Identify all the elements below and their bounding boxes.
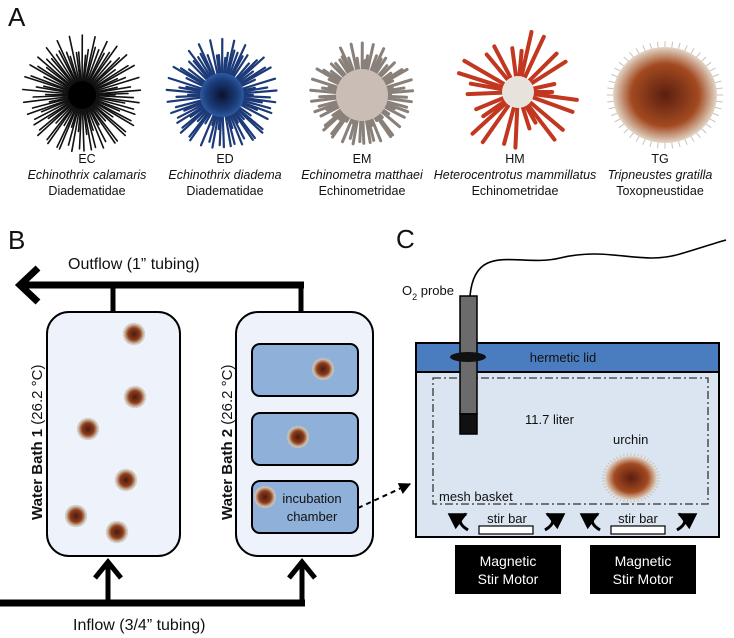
incubation-chamber-1 [251, 343, 359, 397]
species-family: Echinometridae [319, 184, 406, 198]
species-family: Diadematidae [48, 184, 125, 198]
urchin-icon [64, 504, 88, 528]
urchin-icon [114, 468, 138, 492]
probe-seal [450, 352, 486, 362]
echinothrix-diadema-photo [165, 37, 278, 149]
urchin-label: urchin [613, 432, 648, 447]
mesh-basket-label: mesh basket [439, 489, 513, 504]
urchin-icon [601, 453, 661, 503]
species-code: ED [216, 152, 233, 166]
stir-bar [478, 525, 534, 535]
outflow-tubing [14, 265, 304, 314]
species-code: HM [505, 152, 524, 166]
incubation-chamber-label: incubation [282, 491, 341, 506]
stir-assembly-1 [447, 512, 566, 535]
mesh-basket [432, 377, 709, 505]
panel-label-b: B [8, 225, 25, 255]
motor-label: Magnetic [615, 553, 672, 569]
motor-label: Stir Motor [478, 571, 539, 587]
species-name: Echinometra matthaei [301, 168, 424, 182]
incubation-chamber-label: chamber [287, 509, 338, 524]
volume-label: 11.7 liter [525, 412, 575, 427]
stir-assembly-2 [579, 512, 698, 535]
probe-label: O2 probe [402, 283, 454, 302]
rotation-arrow-icon [447, 512, 469, 532]
species-name: Tripneustes gratilla [608, 168, 713, 182]
urchin-icon [253, 485, 277, 509]
species-family: Diadematidae [186, 184, 263, 198]
panel-label-a: A [8, 2, 26, 32]
water-bath-1-label: Water Bath 1 (26.2 °C) [29, 365, 46, 521]
stir-bar [610, 525, 666, 535]
species-name: Echinothrix calamaris [28, 168, 147, 182]
magnetic-stir-motor-2 [590, 545, 696, 594]
urchin-icon [311, 357, 335, 381]
urchin-icon [286, 425, 310, 449]
species-caption-ec: EC Echinothrix calamaris Diadematidae [28, 152, 147, 198]
urchin-icon [123, 385, 147, 409]
rotation-arrow-icon [676, 512, 698, 532]
hermetic-lid-label: hermetic lid [530, 350, 596, 365]
stir-bar-label-1: stir bar [487, 511, 527, 526]
species-code: EC [78, 152, 95, 166]
urchin-photo-row [21, 29, 724, 153]
chamber-detail-arrow [357, 483, 412, 509]
species-name: Heterocentrotus mammillatus [434, 168, 597, 182]
panel-label-c: C [396, 224, 415, 254]
species-caption-ed: ED Echinothrix diadema Diadematidae [168, 152, 281, 198]
species-caption-hm: HM Heterocentrotus mammillatus Echinomet… [434, 152, 597, 198]
probe-sensor-tip [459, 413, 478, 435]
urchin-icon [105, 520, 129, 544]
species-code: EM [353, 152, 372, 166]
heterocentrotus-mammillatus-photo [457, 29, 579, 150]
species-caption-em: EM Echinometra matthaei Echinometridae [301, 152, 424, 198]
outflow-label: Outflow (1” tubing) [68, 256, 200, 273]
species-name: Echinothrix diadema [168, 168, 281, 182]
rotation-arrow-icon [544, 512, 566, 532]
echinothrix-calamaris-photo [21, 34, 142, 153]
stir-bar-label-2: stir bar [618, 511, 658, 526]
motor-label: Magnetic [480, 553, 537, 569]
urchin-icon [122, 322, 146, 346]
water-bath-1 [46, 311, 181, 557]
rotation-arrow-icon [579, 512, 601, 532]
species-caption-tg: TG Tripneustes gratilla Toxopneustidae [608, 152, 713, 198]
water-bath-2-label: Water Bath 2 (26.2 °C) [219, 365, 236, 521]
urchin-icon [76, 417, 100, 441]
tank-urchin [601, 453, 661, 503]
magnetic-stir-motor-1 [455, 545, 561, 594]
inflow-label: Inflow (3/4” tubing) [73, 617, 206, 634]
bath-urchins [64, 322, 335, 544]
tripneustes-gratilla-photo [606, 41, 724, 149]
species-family: Echinometridae [472, 184, 559, 198]
species-family: Toxopneustidae [616, 184, 704, 198]
motor-label: Stir Motor [613, 571, 674, 587]
inflow-tubing [0, 558, 317, 607]
echinometra-matthaei-photo [309, 41, 415, 146]
species-code: TG [651, 152, 668, 166]
probe-cable [469, 239, 727, 297]
